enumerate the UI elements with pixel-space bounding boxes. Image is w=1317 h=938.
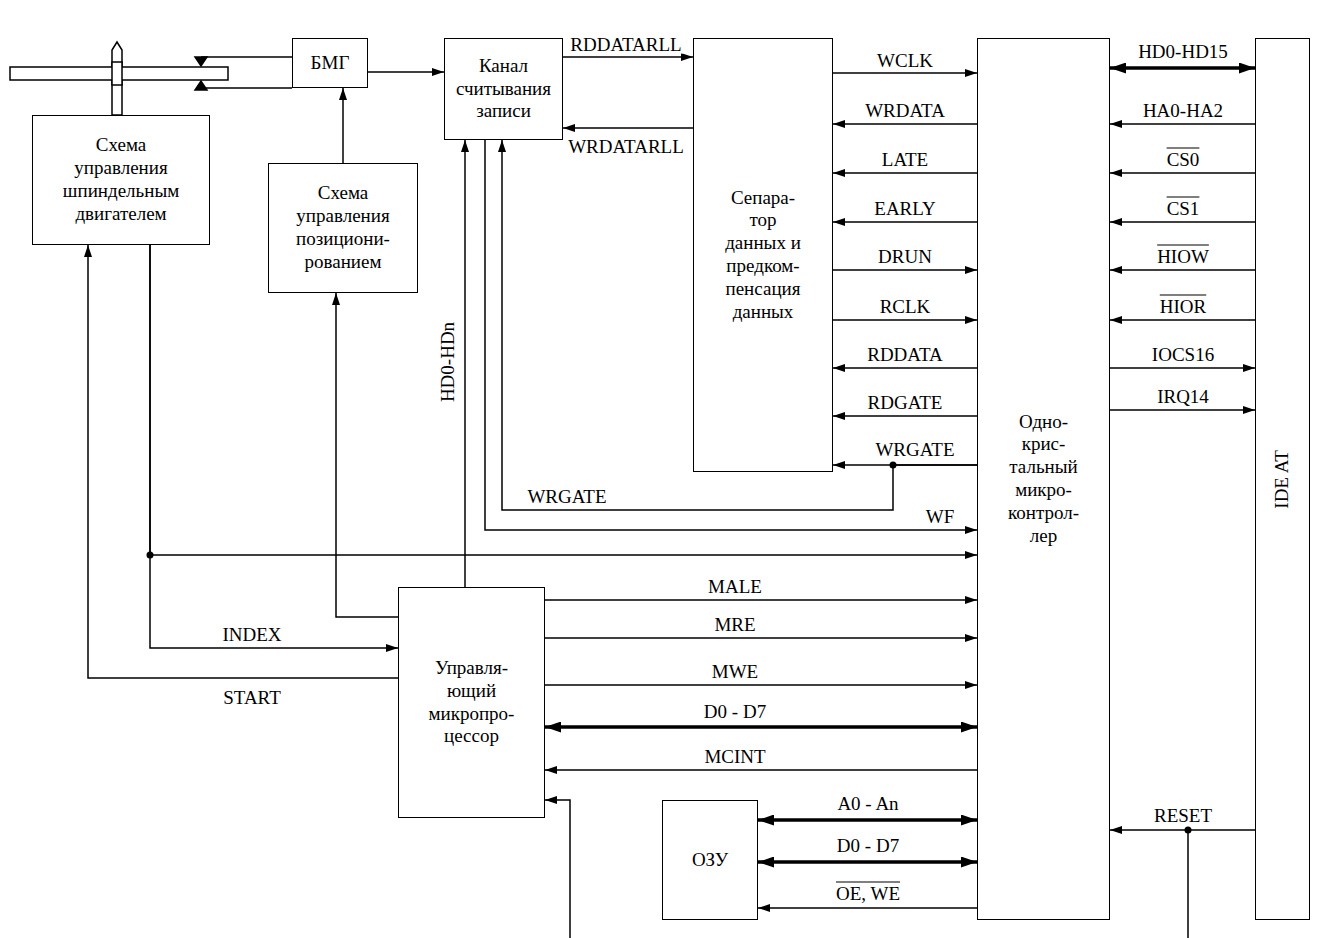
signal-name: RCLK — [878, 297, 933, 316]
block-title: Сепара- тор данных и предком- пенсация д… — [721, 187, 805, 324]
signal-connector — [1110, 319, 1255, 321]
signal-name: WF — [924, 507, 957, 526]
input-wire — [545, 800, 570, 938]
block-title: Схема управления позициони- рованием — [278, 182, 408, 273]
signal-name: WRDATARLL — [566, 137, 686, 156]
signal-name: INDEX — [220, 625, 283, 644]
signal-name: HD0-HDn — [438, 320, 457, 404]
signal-connector — [1110, 409, 1255, 411]
signal-connector — [833, 319, 977, 321]
signal-name: EARLY — [872, 199, 937, 218]
signal-name: OE, WE — [834, 884, 902, 903]
signal-connector — [1110, 269, 1255, 271]
signal-name: WRGATE — [873, 440, 956, 459]
signal-name: RDGATE — [866, 393, 945, 412]
signal-connector — [1110, 172, 1255, 174]
signal-name: DRUN — [876, 247, 934, 266]
block-title: Канал считывания записи — [451, 55, 556, 123]
signal-name: MRE — [712, 615, 757, 634]
signal-name: D0 - D7 — [835, 836, 901, 855]
signal-name: A0 - An — [835, 794, 900, 813]
signal-name: WRGATE — [525, 487, 608, 506]
bus-connector — [1110, 66, 1255, 70]
signal-name: HIOW — [1155, 247, 1211, 266]
interface-bus-box: IDE AT — [1255, 38, 1310, 920]
signal-connector — [833, 221, 977, 223]
head-upper — [195, 57, 207, 66]
signal-connector — [464, 140, 466, 587]
signal-connector — [833, 367, 977, 369]
signal-connector — [1110, 367, 1255, 369]
head-wire — [201, 87, 292, 89]
positioning-control-box: Схема управления позициони- рованием — [268, 163, 418, 293]
signal-connector — [545, 684, 977, 686]
bus-connector — [758, 860, 977, 864]
bus-connector — [545, 725, 977, 729]
signal-connector — [545, 599, 977, 601]
signal-name: CS0 — [1165, 150, 1202, 169]
signal-connector — [758, 907, 977, 909]
signal-connector — [833, 172, 977, 174]
microcontroller-box: Одно- крис- тальный микро- контрол- лер — [977, 38, 1110, 920]
signal-name: CS1 — [1165, 199, 1202, 218]
signal-connector — [545, 769, 977, 771]
disk-drawing — [10, 42, 292, 115]
signal-connector — [833, 123, 977, 125]
ram-box: ОЗУ — [662, 800, 758, 920]
signal-name: RESET — [1152, 806, 1214, 825]
signal-connector — [833, 72, 977, 74]
reset-wire — [1187, 830, 1189, 938]
head-wire — [201, 56, 292, 58]
block-title: Схема управления шпиндельным двигателем — [59, 134, 184, 225]
signal-connector — [88, 245, 398, 678]
signal-connector — [1110, 829, 1255, 831]
block-title: Управля- ющий микропро- цессор — [422, 657, 522, 748]
block-title: Одно- крис- тальный микро- контрол- лер — [999, 411, 1089, 548]
signal-name: START — [221, 688, 283, 707]
signal-name: D0 - D7 — [702, 702, 768, 721]
signal-connector — [833, 415, 977, 417]
signal-name: WCLK — [875, 51, 935, 70]
signal-name: LATE — [880, 150, 930, 169]
signal-name: RDDATA — [865, 345, 945, 364]
head-block-box: БМГ — [292, 38, 368, 88]
signal-connector — [1110, 123, 1255, 125]
signal-name: IRQ14 — [1155, 387, 1211, 406]
spindle-shaft — [112, 42, 122, 115]
signal-name: HIOR — [1158, 297, 1208, 316]
bus-connector — [758, 818, 977, 822]
block-title: ОЗУ — [692, 849, 728, 872]
signal-name: HA0-HA2 — [1141, 101, 1225, 120]
read-write-channel-box: Канал считывания записи — [444, 38, 563, 140]
signal-connector — [368, 71, 444, 73]
data-separator-box: Сепара- тор данных и предком- пенсация д… — [693, 38, 833, 472]
signal-connector — [545, 637, 977, 639]
block-title: БМГ — [311, 52, 350, 75]
spindle-hub — [112, 62, 122, 85]
signal-name: MCINT — [702, 747, 767, 766]
block-title: IDE AT — [1271, 450, 1294, 509]
signal-name: IOCS16 — [1150, 345, 1216, 364]
signal-connector — [342, 88, 344, 163]
signal-connector — [833, 269, 977, 271]
signal-connector — [336, 293, 398, 617]
signal-connector — [563, 56, 693, 58]
signal-name: MALE — [706, 577, 764, 596]
signal-name: WRDATA — [863, 101, 947, 120]
signal-name: MWE — [710, 662, 760, 681]
signal-connector — [150, 245, 398, 648]
signal-connector — [563, 127, 693, 129]
signal-name: HD0-HD15 — [1136, 42, 1230, 61]
microprocessor-box: Управля- ющий микропро- цессор — [398, 587, 545, 818]
signal-connector — [1110, 221, 1255, 223]
signal-name: RDDATARLL — [568, 35, 683, 54]
spindle-control-box: Схема управления шпиндельным двигателем — [32, 115, 210, 245]
